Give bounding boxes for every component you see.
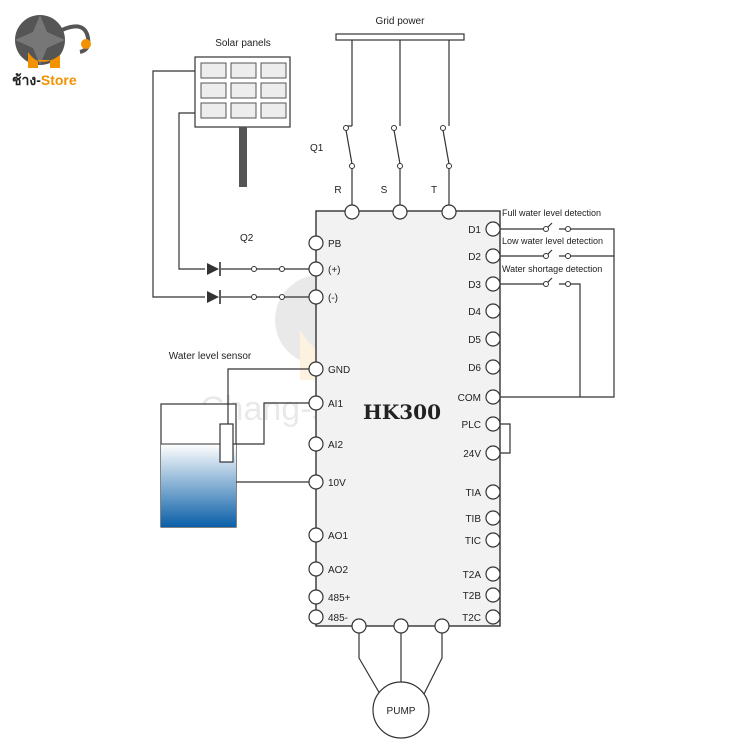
- right-terminal-d2: [485, 248, 501, 264]
- pump-terminal-1: [393, 618, 409, 634]
- left-terminal-label-ai1: AI1: [328, 399, 343, 410]
- left-terminal-ao1: [308, 527, 324, 543]
- grid-terminal-connector-2: [441, 204, 457, 220]
- logo-thai: ช้าง-: [12, 72, 41, 88]
- right-terminal-d4: [485, 303, 501, 319]
- left-terminal-gnd: [308, 361, 324, 377]
- right-terminal-label-t2a: T2A: [463, 570, 482, 581]
- left-terminal-label-ao2: AO2: [328, 565, 348, 576]
- pump-terminal-0: [351, 618, 367, 634]
- pump-label: PUMP: [387, 706, 416, 717]
- q1-switches: [345, 40, 450, 212]
- diode-lower: [207, 290, 221, 304]
- q2-label: Q2: [240, 233, 254, 244]
- left-terminal-label-gnd: GND: [328, 365, 350, 376]
- left-terminal-ai2: [308, 436, 324, 452]
- right-terminal-label-t2c: T2C: [462, 613, 481, 624]
- solar-panel: [194, 56, 291, 187]
- right-terminal-label-plc: PLC: [462, 420, 481, 431]
- grid-terminal-connector-0: [344, 204, 360, 220]
- logo: ช้าง-Store: [12, 15, 91, 88]
- left-terminal-label-ai2: AI2: [328, 440, 343, 451]
- grid-terminals: [344, 204, 457, 220]
- left-terminal-10v: [308, 474, 324, 490]
- detection-wiring: [500, 222, 615, 454]
- pump-terminals: [351, 618, 450, 634]
- left-terminal-pb: [308, 235, 324, 251]
- right-terminal-plc: [485, 416, 501, 432]
- right-terminal-label-d4: D4: [468, 307, 481, 318]
- sensor-wiring: [227, 368, 310, 483]
- pump-wiring: [358, 626, 443, 695]
- right-terminal-label-com: COM: [458, 393, 481, 404]
- left-terminal-t2: [308, 289, 324, 305]
- right-terminal-label-tib: TIB: [465, 514, 481, 525]
- detection-label-shortage: Water shortage detection: [502, 264, 602, 274]
- right-terminal-d3: [485, 276, 501, 292]
- grid-terminal-r: R: [334, 185, 341, 196]
- water-tank: [160, 403, 237, 528]
- right-terminal-label-t2b: T2B: [463, 591, 482, 602]
- grid-terminal-connector-1: [392, 204, 408, 220]
- left-terminal-label-485: 485+: [328, 593, 351, 604]
- left-terminal-t1: [308, 261, 324, 277]
- left-terminal-485: [308, 589, 324, 605]
- grid-bus: [335, 33, 465, 41]
- solar-panels-label: Solar panels: [215, 38, 271, 49]
- right-terminal-label-d2: D2: [468, 252, 481, 263]
- q1-label: Q1: [310, 143, 324, 154]
- water-level-sensor-label: Water level sensor: [169, 351, 252, 362]
- right-terminal-tic: [485, 532, 501, 548]
- hk300-box: [315, 210, 501, 627]
- diode-upper: [207, 262, 221, 276]
- right-terminal-label-tia: TIA: [465, 488, 481, 499]
- left-terminal-label-t2: (-): [328, 293, 338, 304]
- left-terminal-ao2: [308, 561, 324, 577]
- right-terminal-label-tic: TIC: [465, 536, 481, 547]
- solar-wiring: [152, 70, 310, 298]
- grid-terminal-s: S: [381, 185, 388, 196]
- right-terminal-label-d6: D6: [468, 363, 481, 374]
- model-title: HK300: [363, 400, 441, 424]
- right-terminal-com: [485, 389, 501, 405]
- right-terminal-d5: [485, 331, 501, 347]
- left-terminal-label-ao1: AO1: [328, 531, 348, 542]
- left-terminal-label-t1: (+): [328, 265, 341, 276]
- grid-terminal-t: T: [431, 185, 437, 196]
- right-terminal-tia: [485, 484, 501, 500]
- left-terminal-485: [308, 609, 324, 625]
- right-terminal-t2c: [485, 609, 501, 625]
- left-terminal-label-485: 485-: [328, 613, 348, 624]
- left-terminal-ai1: [308, 395, 324, 411]
- right-terminal-tib: [485, 510, 501, 526]
- right-terminal-label-d1: D1: [468, 225, 481, 236]
- right-terminal-label-d3: D3: [468, 280, 481, 291]
- right-terminal-24v: [485, 445, 501, 461]
- level-sensor-probe: [219, 423, 234, 463]
- detection-label-full: Full water level detection: [502, 208, 601, 218]
- detection-label-low: Low water level detection: [502, 236, 603, 246]
- logo-store: Store: [41, 72, 77, 88]
- grid-power-label: Grid power: [376, 16, 426, 27]
- right-terminal-t2b: [485, 587, 501, 603]
- pump-terminal-2: [434, 618, 450, 634]
- pump-motor: [372, 681, 430, 739]
- elephant-icon: [15, 15, 91, 68]
- left-terminal-label-10v: 10V: [328, 478, 346, 489]
- right-terminal-t2a: [485, 566, 501, 582]
- right-terminal-d1: [485, 221, 501, 237]
- right-terminal-d6: [485, 359, 501, 375]
- svg-text:ช้าง-Store: ช้าง-Store: [12, 72, 77, 88]
- left-terminal-label-pb: PB: [328, 239, 342, 250]
- right-terminal-label-24v: 24V: [463, 449, 481, 460]
- right-terminal-label-d5: D5: [468, 335, 481, 346]
